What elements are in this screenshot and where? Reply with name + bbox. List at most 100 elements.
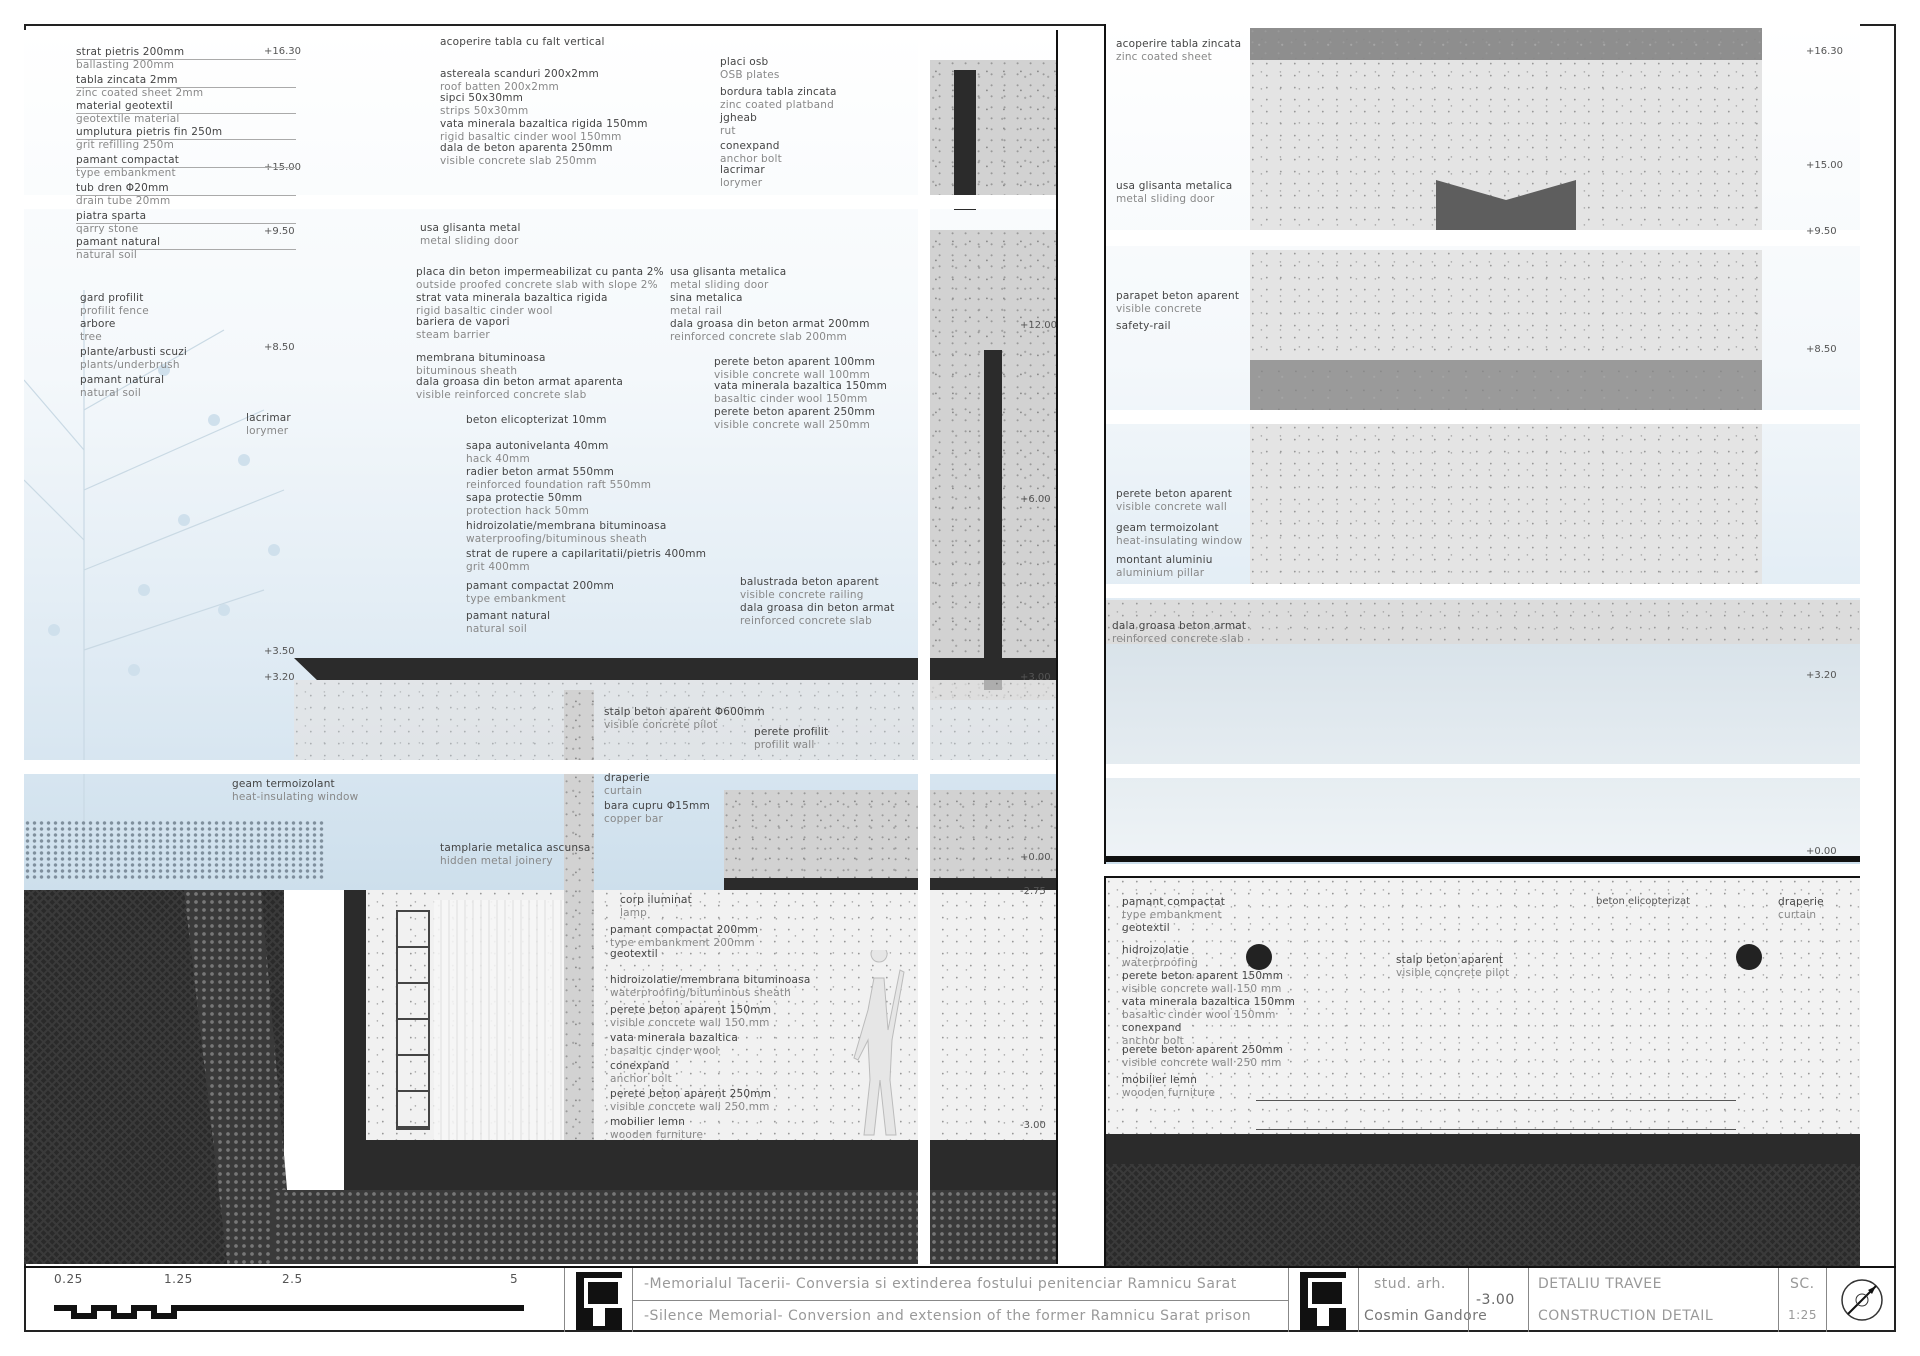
annotation-ro: pamant compactat: [1122, 896, 1226, 908]
annotation-ro: hidroizolatie/membrana bituminoasa: [466, 520, 667, 532]
north-cell: [1826, 1268, 1896, 1332]
annotation-ro: radier beton armat 550mm: [466, 466, 615, 478]
annotation-en: anchor bolt: [610, 1073, 672, 1085]
divider: [632, 1300, 1288, 1301]
annotation-ro: sina metalica: [670, 292, 743, 304]
annotation-en: protection hack 50mm: [466, 505, 590, 517]
annotation-en: qarry stone: [76, 223, 139, 235]
sheet-title-cell: [1528, 1268, 1778, 1332]
annotation-en: visible concrete wall 250 mm: [610, 1101, 770, 1113]
facade-wall: [1250, 424, 1762, 584]
annotation-ro: material geotextil: [76, 100, 173, 112]
annotation-en: visible concrete slab 250mm: [440, 155, 597, 167]
annotation-en: strips 50x30mm: [440, 105, 529, 117]
annotation-en: profilit wall: [754, 739, 815, 751]
annotation-ro: strat vata minerala bazaltica rigida: [416, 292, 608, 304]
annotation-en: rigid basaltic cinder wool 150mm: [440, 131, 622, 143]
annotation-en: type embankment: [1122, 909, 1222, 921]
basement-wall: [344, 890, 366, 1190]
break-line: [1106, 584, 1860, 598]
annotation-ro: montant aluminiu: [1116, 554, 1213, 566]
scale-bar: [54, 1305, 524, 1319]
annotation-ro: gard profilit: [80, 292, 144, 304]
annotation-en: visible concrete wall: [1116, 501, 1228, 513]
annotation-ro: perete beton aparent 100mm: [714, 356, 876, 368]
leader-line: [76, 167, 296, 168]
annotation-ro: geotextil: [1122, 922, 1170, 934]
scale-value: 1:25: [1788, 1308, 1817, 1322]
annotation-ro: vata minerala bazaltica 150mm: [714, 380, 888, 392]
break-line: [24, 760, 1056, 774]
leader-line: [76, 249, 296, 250]
elevation-panel: +16.30+15.00+9.50+8.50+3.20+0.00 acoperi…: [1104, 24, 1860, 864]
level-marker: -3.00: [1020, 1120, 1046, 1131]
project-logo: [576, 1272, 622, 1330]
modulor-figure: [853, 950, 905, 1136]
glazing: [1106, 644, 1860, 856]
annotation-en: lorymer: [720, 177, 763, 189]
annotation-ro: vata minerala bazaltica: [610, 1032, 739, 1044]
level-marker: +16.30: [264, 46, 302, 57]
annotation-en: metal rail: [670, 305, 723, 317]
annotation-ro: bariera de vapori: [416, 316, 510, 328]
annotation-en: visible concrete: [1116, 303, 1202, 315]
annotation-ro: hidroizolatie: [1122, 944, 1190, 956]
cantilever-slab: [294, 658, 1056, 680]
student-cell: [1358, 1268, 1468, 1332]
annotation-ro: acoperire tabla cu falt vertical: [440, 36, 605, 48]
annotation-en: aluminium pillar: [1116, 567, 1205, 579]
annotation: acoperire tabla cu falt vertical: [440, 36, 605, 49]
annotation: strat de rupere a capilaritatii/pietris …: [466, 548, 706, 574]
annotation-en: copper bar: [604, 813, 664, 825]
annotation-ro: jgheab: [720, 112, 757, 124]
tree-illustration: [24, 290, 285, 850]
plan-circle-pillar: [1246, 944, 1272, 970]
annotation-ro: perete beton aparent 250mm: [1122, 1044, 1284, 1056]
annotation-ro: beton elicopterizat 10mm: [466, 414, 607, 426]
parapet: [1250, 250, 1762, 380]
annotation-ro: sapa autonivelanta 40mm: [466, 440, 609, 452]
annotation-ro: stalp beton aparent: [1396, 954, 1504, 966]
wall-insulation: [984, 350, 1002, 690]
annotation-ro: perete beton aparent 150mm: [610, 1004, 772, 1016]
annotation-en: visible concrete wall 250 mm: [1122, 1057, 1282, 1069]
break-line: [1106, 764, 1860, 778]
annotation-en: visible concrete pilot: [1396, 967, 1510, 979]
annotation-en: tree: [80, 331, 102, 343]
annotation-ro: pamant compactat: [76, 154, 180, 166]
annotation-en: plants/underbrush: [80, 359, 180, 371]
leader-line: [76, 195, 296, 196]
scale-tick: 1.25: [164, 1272, 193, 1286]
annotation-ro: perete beton aparent 250mm: [714, 406, 876, 418]
annotation-en: outside proofed concrete slab with slope…: [416, 279, 658, 291]
annotation-en: visible concrete pilot: [604, 719, 718, 731]
level-marker: +0.00: [1806, 846, 1837, 857]
annotation-en: anchor bolt: [720, 153, 782, 165]
annotation-ro: hidroizolatie/membrana bituminoasa: [610, 974, 811, 986]
project-title-ro: -Memorialul Tacerii- Conversia si extind…: [644, 1276, 1237, 1292]
